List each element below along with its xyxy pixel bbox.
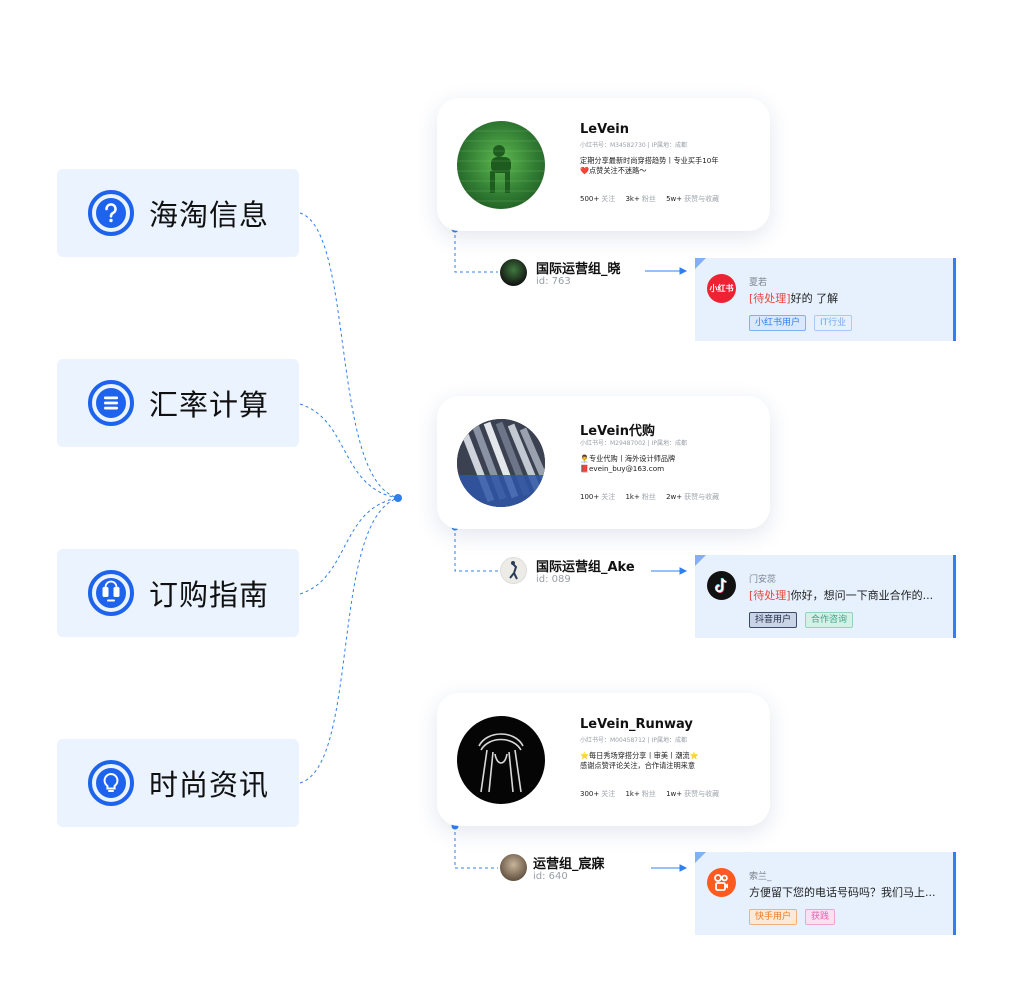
operator-id: id: 089 [536, 574, 571, 585]
profile-name: LeVein代购 [580, 424, 655, 439]
profile-stats: 500+关注 3k+粉丝 5w+获赞与收藏 [580, 195, 720, 203]
tag[interactable]: IT行业 [814, 315, 853, 331]
profile-meta: 小红书号：M00458712 | IP属地：成都 [580, 737, 687, 744]
profile-stats: 300+关注 1k+粉丝 1w+获赞与收藏 [580, 790, 720, 798]
status-badge: [待处理] [749, 589, 791, 602]
profile-meta: 小红书号：M34582730 | IP属地：成都 [580, 142, 687, 149]
tag-list: 抖音用户 合作咨询 [749, 612, 861, 628]
question-icon [88, 190, 134, 236]
avatar [500, 557, 527, 584]
profile-bio: 👨‍💼专业代购丨海外设计师品牌 📕evein_buy@163.com [580, 454, 676, 473]
tag[interactable]: 合作咨询 [805, 612, 854, 628]
operator-name[interactable]: 国际运营组_晓 [536, 262, 621, 277]
profile-bio: ⭐每日秀场穿搭分享丨审美丨潮流⭐ 感谢点赞评论关注，合作请注明来意 [580, 751, 699, 770]
tag[interactable]: 小红书用户 [749, 315, 807, 331]
sender-name: 门安蕊 [749, 575, 777, 585]
profile-name: LeVein [580, 122, 629, 137]
profile-card-levein[interactable]: LeVein 小红书号：M34582730 | IP属地：成都 定期分享最新时尚… [437, 98, 770, 231]
corner-marker [695, 555, 706, 566]
message-card[interactable]: 索兰_ 方便留下您的电话号码吗？我们马上... 快手用户 获践 [695, 852, 956, 935]
profile-name: LeVein_Runway [580, 717, 693, 732]
category-exchange-rate[interactable]: 汇率计算 [57, 359, 299, 447]
category-order-guide[interactable]: 订购指南 [57, 549, 299, 637]
corner-marker [695, 852, 706, 863]
avatar [500, 259, 527, 286]
sender-name: 夏若 [749, 278, 768, 288]
message-text: [待处理]你好，想问一下商业合作的... [749, 589, 934, 602]
avatar [457, 716, 545, 804]
tag[interactable]: 抖音用户 [749, 612, 798, 628]
corner-marker [695, 258, 706, 269]
tiktok-icon [707, 571, 736, 600]
message-text: 方便留下您的电话号码吗？我们马上... [749, 886, 936, 899]
operator-name[interactable]: 国际运营组_Ake [536, 560, 635, 575]
message-card[interactable]: 门安蕊 [待处理]你好，想问一下商业合作的... 抖音用户 合作咨询 [695, 555, 956, 638]
operator-id: id: 763 [536, 276, 571, 287]
operator-name[interactable]: 运营组_宸寐 [533, 857, 605, 872]
avatar [500, 854, 527, 881]
avatar [457, 121, 545, 209]
category-fashion-news[interactable]: 时尚资讯 [57, 739, 299, 827]
headset-icon [88, 570, 134, 616]
tag-list: 快手用户 获践 [749, 909, 843, 925]
tag[interactable]: 快手用户 [749, 909, 798, 925]
category-haitao[interactable]: 海淘信息 [57, 169, 299, 257]
category-label: 时尚资讯 [149, 768, 270, 802]
profile-bio: 定期分享最新时尚穿搭趋势丨专业买手10年 ❤️点赞关注不迷路～ [580, 156, 719, 175]
kuaishou-icon [707, 868, 736, 897]
list-icon [88, 380, 134, 426]
lightbulb-icon [88, 760, 134, 806]
xiaohongshu-icon: 小红书 [707, 274, 736, 303]
profile-card-levein-daigou[interactable]: LeVein代购 小红书号：M29487002 | IP属地：成都 👨‍💼专业代… [437, 396, 770, 529]
tag[interactable]: 获践 [805, 909, 836, 925]
category-label: 海淘信息 [149, 198, 270, 232]
category-label: 汇率计算 [149, 388, 270, 422]
message-card[interactable]: 小红书 夏若 [待处理]好的 了解 小红书用户 IT行业 [695, 258, 956, 341]
sender-name: 索兰_ [749, 872, 772, 882]
category-label: 订购指南 [149, 578, 270, 612]
status-badge: [待处理] [749, 292, 791, 305]
profile-stats: 100+关注 1k+粉丝 2w+获赞与收藏 [580, 493, 720, 501]
tag-list: 小红书用户 IT行业 [749, 315, 860, 331]
avatar [457, 419, 545, 507]
profile-meta: 小红书号：M29487002 | IP属地：成都 [580, 440, 687, 447]
message-text: [待处理]好的 了解 [749, 292, 839, 305]
operator-id: id: 640 [533, 871, 568, 882]
profile-card-levein-runway[interactable]: LeVein_Runway 小红书号：M00458712 | IP属地：成都 ⭐… [437, 693, 770, 826]
